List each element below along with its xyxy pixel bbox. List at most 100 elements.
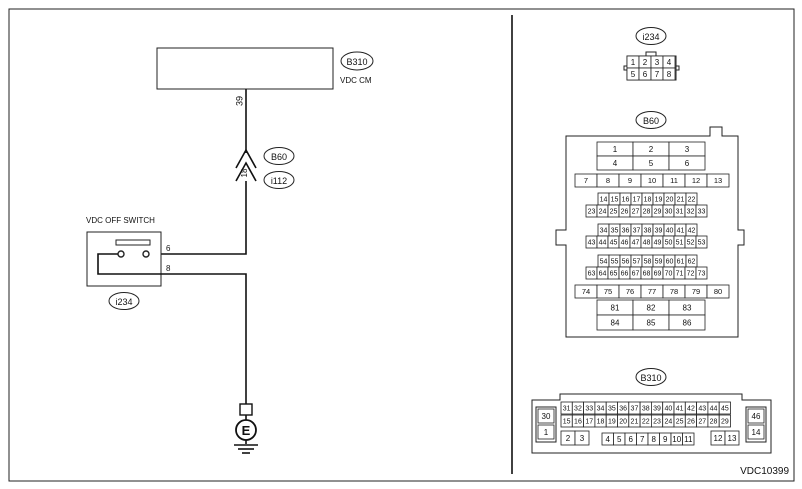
svg-text:19: 19 — [608, 419, 616, 426]
pin-28: 28 — [640, 204, 653, 218]
pin-20: 20 — [617, 414, 630, 428]
pin-65: 65 — [607, 266, 620, 280]
pin-11: 11 — [682, 432, 695, 446]
svg-text:27: 27 — [632, 209, 640, 216]
svg-text:20: 20 — [666, 197, 674, 204]
switch-pin-bottom: 8 — [166, 264, 171, 273]
svg-text:34: 34 — [597, 406, 605, 413]
ground-label: E — [242, 423, 251, 438]
svg-text:1: 1 — [613, 145, 618, 154]
pin-60: 60 — [663, 254, 676, 268]
svg-text:25: 25 — [676, 419, 684, 426]
pin-7: 7 — [650, 67, 664, 81]
pin-18: 18 — [641, 192, 654, 206]
pin-31: 31 — [560, 401, 573, 415]
pin-32: 32 — [571, 401, 584, 415]
i234-badge — [635, 27, 667, 45]
svg-text:17: 17 — [633, 197, 641, 204]
pin-47: 47 — [629, 235, 642, 249]
svg-text:51: 51 — [676, 240, 684, 247]
svg-text:5: 5 — [649, 159, 654, 168]
pin-55: 55 — [608, 254, 621, 268]
svg-text:17: 17 — [585, 419, 593, 426]
svg-text:82: 82 — [647, 303, 656, 312]
svg-text:1: 1 — [631, 58, 636, 67]
svg-text:75: 75 — [604, 287, 612, 296]
svg-text:41: 41 — [677, 228, 685, 235]
svg-text:66: 66 — [621, 271, 629, 278]
svg-text:28: 28 — [643, 209, 651, 216]
pin-12: 12 — [684, 173, 708, 188]
svg-text:41: 41 — [676, 406, 684, 413]
svg-text:46: 46 — [621, 240, 629, 247]
svg-text:9: 9 — [628, 176, 632, 185]
svg-text:12: 12 — [692, 176, 700, 185]
pin-3: 3 — [650, 55, 664, 69]
pin-44: 44 — [596, 235, 609, 249]
pin-4: 4 — [596, 155, 634, 171]
svg-text:39: 39 — [653, 406, 661, 413]
svg-text:38: 38 — [644, 228, 652, 235]
svg-text:56: 56 — [622, 259, 630, 266]
pin-41: 41 — [673, 401, 686, 415]
pin-68: 68 — [640, 266, 653, 280]
pin-22: 22 — [639, 414, 652, 428]
pin-56: 56 — [619, 254, 632, 268]
svg-text:33: 33 — [585, 406, 593, 413]
b60-badge — [635, 111, 667, 129]
svg-text:53: 53 — [698, 240, 706, 247]
svg-text:72: 72 — [687, 271, 695, 278]
pin-46: 46 — [618, 235, 631, 249]
pin-34: 34 — [597, 223, 610, 237]
pin-72: 72 — [684, 266, 697, 280]
pin-44: 44 — [707, 401, 720, 415]
svg-text:4: 4 — [606, 435, 611, 444]
pin-25: 25 — [607, 204, 620, 218]
svg-text:33: 33 — [698, 209, 706, 216]
svg-text:26: 26 — [621, 209, 629, 216]
svg-text:59: 59 — [655, 259, 663, 266]
pin-35: 35 — [608, 223, 621, 237]
svg-text:86: 86 — [683, 318, 692, 327]
svg-text:77: 77 — [648, 287, 656, 296]
pin-43: 43 — [585, 235, 598, 249]
pin-5: 5 — [626, 67, 640, 81]
svg-text:44: 44 — [599, 240, 607, 247]
pin-64: 64 — [596, 266, 609, 280]
pin-86: 86 — [668, 314, 706, 331]
svg-text:36: 36 — [622, 228, 630, 235]
svg-text:26: 26 — [687, 419, 695, 426]
pin-7: 7 — [574, 173, 598, 188]
pin-6: 6 — [668, 155, 706, 171]
connector-pin-label: 18 — [240, 168, 249, 177]
module-terminal-label: 39 — [234, 96, 244, 106]
pin-27: 27 — [629, 204, 642, 218]
pin-40: 40 — [663, 223, 676, 237]
pin-46: 46 — [747, 408, 765, 424]
svg-text:22: 22 — [688, 197, 696, 204]
svg-text:43: 43 — [698, 406, 706, 413]
svg-text:7: 7 — [640, 435, 645, 444]
pin-32: 32 — [684, 204, 697, 218]
pin-26: 26 — [618, 204, 631, 218]
b60-view-id: B60 — [643, 116, 659, 126]
pin-45: 45 — [718, 401, 731, 415]
svg-text:42: 42 — [687, 406, 695, 413]
pin-54: 54 — [597, 254, 610, 268]
svg-text:49: 49 — [654, 240, 662, 247]
svg-text:58: 58 — [644, 259, 652, 266]
svg-text:48: 48 — [643, 240, 651, 247]
svg-text:50: 50 — [665, 240, 673, 247]
pin-10: 10 — [670, 432, 683, 446]
pin-13: 13 — [706, 173, 730, 188]
pin-11: 11 — [662, 173, 686, 188]
pin-40: 40 — [662, 401, 675, 415]
svg-text:11: 11 — [684, 435, 693, 444]
svg-text:18: 18 — [597, 419, 605, 426]
pin-48: 48 — [640, 235, 653, 249]
svg-text:69: 69 — [654, 271, 662, 278]
svg-text:71: 71 — [676, 271, 684, 278]
